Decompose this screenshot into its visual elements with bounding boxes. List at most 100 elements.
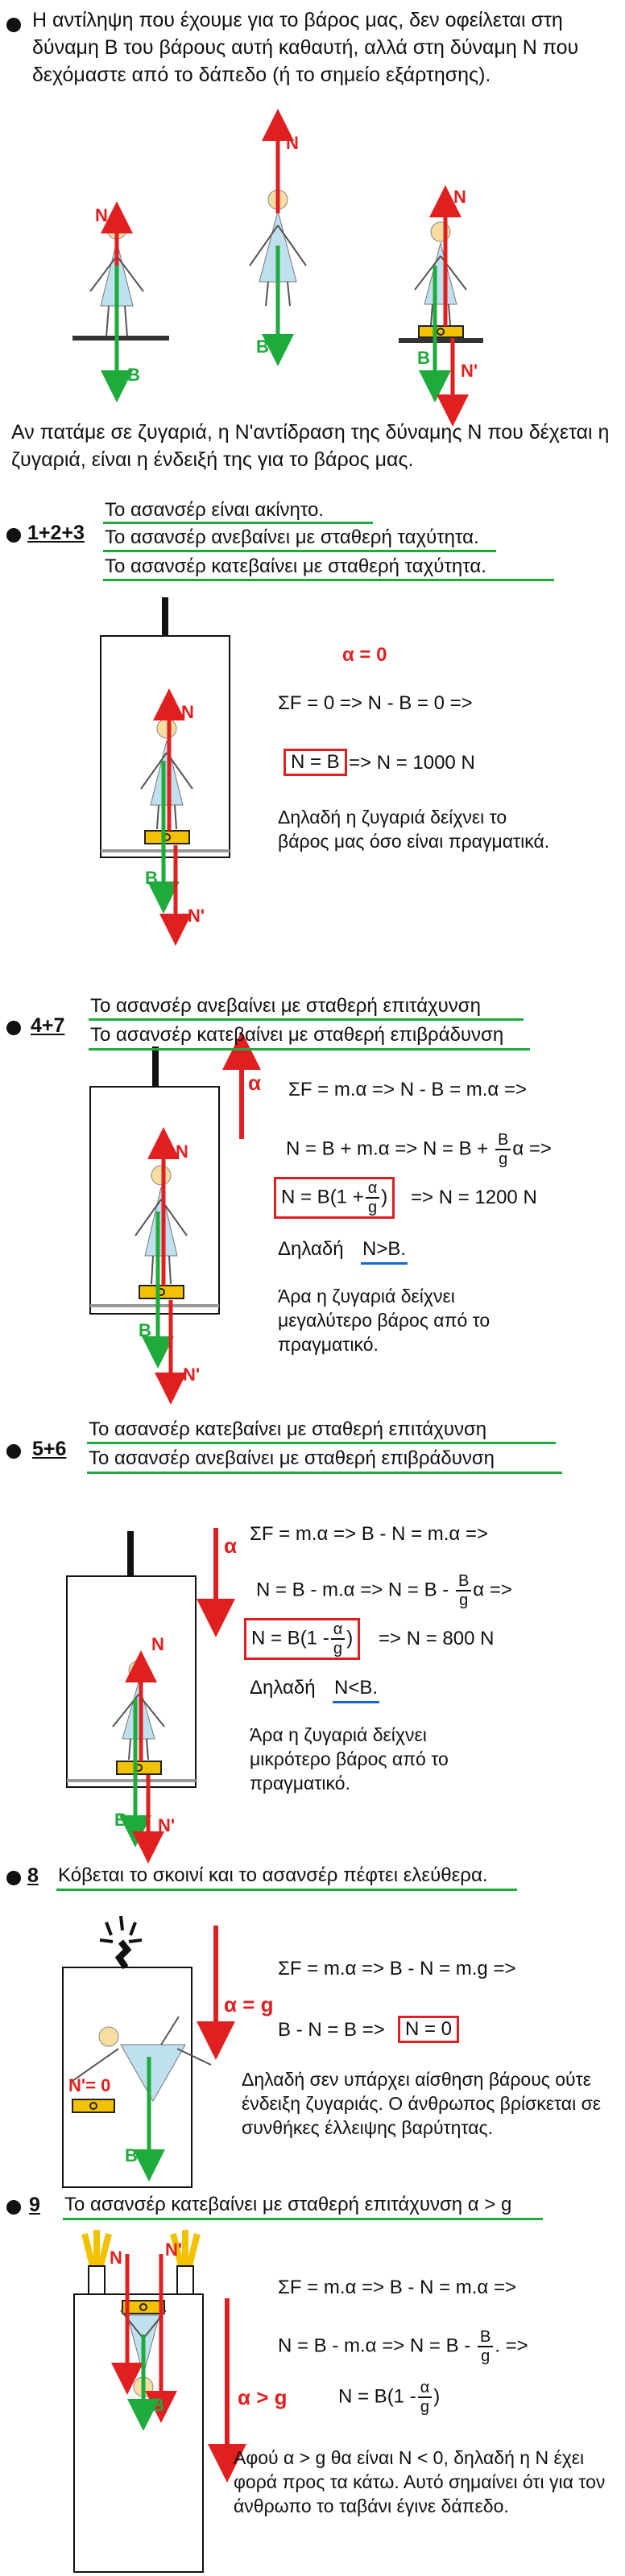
section5-line1: Το ασανσέρ κατεβαίνει με σταθερή επιτάχυ… [64, 2194, 512, 2215]
section2-label-N: N [176, 1141, 188, 1162]
section4-note: Δηλαδή σεν υπάρχει αίσθηση βάρους ούτε έ… [242, 2069, 602, 2138]
section1-eq1: ΣF = 0 => N - B = 0 => [278, 692, 473, 714]
intro-label-B2: B [256, 336, 269, 357]
section3-line1-underline [87, 1442, 556, 1444]
section4-eq2: B - N = B => [278, 2019, 385, 2041]
intro-label-B3: B [417, 348, 430, 368]
section1-acceleration: α = 0 [342, 644, 387, 666]
section5-line1-underline [63, 2218, 543, 2220]
section2-line2-underline [89, 1048, 530, 1051]
section1-line3: Το ασανσέρ κατεβαίνει με σταθερή ταχύτητ… [105, 555, 486, 577]
section1-label-Nprime: N' [188, 906, 205, 926]
section5-label-B: B [151, 2395, 164, 2415]
intro-figure-floor [72, 201, 169, 402]
section3-line2-underline [87, 1472, 562, 1474]
section3-ineq-underline [333, 1701, 379, 1703]
section2-line1: Το ασανσέρ ανεβαίνει με σταθερή επιτάχυν… [90, 995, 481, 1017]
section4-line1-underline [56, 1889, 517, 1891]
section2-ineq: N>B. [362, 1238, 407, 1260]
elevator-diagram-3 [66, 1528, 235, 1864]
section5-number: 9 [29, 2194, 40, 2216]
section3-number: 5+6 [32, 1438, 67, 1460]
section3-line1: Το ασανσέρ κατεβαίνει με σταθερή επιτάχυ… [89, 1418, 487, 1440]
section3-label-B: B [114, 1810, 127, 1830]
intro-label-N3: N [453, 187, 466, 207]
elevator-diagram-4 [62, 1915, 235, 2188]
section3-ineq: N<B. [334, 1677, 379, 1699]
section3-acceleration: α [224, 1534, 237, 1558]
section2-bullet [6, 1021, 21, 1035]
intro-figure-scale [399, 185, 483, 427]
section5-label-Nprime: N' [165, 2240, 183, 2260]
section5-bullet [6, 2200, 21, 2215]
intro-label-B1: B [127, 365, 140, 385]
section4-number: 8 [27, 1864, 39, 1887]
section3-eq3: => N = 800 N [379, 1628, 495, 1649]
section3-label-Nprime: N' [158, 1815, 176, 1835]
section4-label-B: B [125, 2145, 138, 2165]
intro-label-N2: N [286, 133, 299, 153]
section2-ineq-label: Δηλαδή [278, 1238, 344, 1260]
section4-boxed-eq: N = 0 [398, 2016, 460, 2043]
section5-acceleration: α > g [238, 2385, 288, 2409]
intro-text: Η αντίληψη που έχουμε για το βάρος μας, … [32, 9, 579, 86]
section2-number: 4+7 [31, 1014, 65, 1037]
section1-note: Δηλαδή η ζυγαριά δείχνει το βάρος μας όσ… [278, 807, 550, 852]
elevator-diagram-5 [73, 2230, 246, 2573]
section3-eq1: ΣF = m.α => B - N = m.α => [250, 1523, 489, 1545]
section2-eq1: ΣF = m.α => N - B = m.α => [288, 1079, 528, 1100]
section1-line1-underline [103, 522, 373, 524]
section2-note: Άρα η ζυγαριά δείχνει μεγαλύτερο βάρος α… [278, 1286, 490, 1355]
section2-line1-underline [89, 1018, 524, 1021]
section2-line2: Το ασανσέρ κατεβαίνει με σταθερή επιβράδ… [90, 1024, 504, 1046]
section2-label-Nprime: N' [183, 1364, 201, 1385]
section3-bullet [6, 1444, 21, 1459]
section1-label-B: B [145, 868, 158, 888]
section1-label-N: N [181, 702, 194, 722]
section2-acceleration: α [248, 1071, 261, 1095]
section2-label-B: B [139, 1320, 151, 1340]
section5-eq1: ΣF = m.α => B - N = m.α => [278, 2277, 517, 2298]
section2-ineq-underline [361, 1262, 408, 1265]
section5-note: Αφού α > g θα είναι N < 0, δηλαδή η Ν έχ… [234, 2447, 606, 2516]
section4-eq1: ΣF = m.α => B - N = m.g => [278, 1958, 516, 1979]
intro-figure-hanging [249, 109, 307, 366]
intro-label-N3prime: N' [461, 361, 478, 381]
intro-bullet [6, 18, 21, 32]
section5-label-N: N [110, 2248, 122, 2268]
intro-label-N1: N [95, 205, 108, 225]
elevator-diagram-2 [89, 1031, 261, 1405]
section1-line2: Το ασανσέρ ανεβαίνει με σταθερή ταχύτητα… [105, 526, 479, 548]
scale-note: Αν πατάμε σε ζυγαριά, η Ν'αντίδραση της … [11, 421, 610, 471]
section1-bullet [6, 528, 21, 543]
section1-eq2: => N = 1000 N [349, 752, 475, 774]
section1-number: 1+2+3 [27, 522, 85, 544]
section4-line1: Κόβεται το σκοινί και το ασανσέρ πέφτει … [58, 1864, 488, 1886]
section3-ineq-label: Δηλαδή [250, 1677, 316, 1699]
section1-line1: Το ασανσέρ είναι ακίνητο. [105, 499, 325, 521]
section3-label-N: N [151, 1634, 164, 1654]
section4-acceleration: α = g [224, 1992, 274, 2017]
section4-nzero: N'= 0 [68, 2075, 111, 2095]
section4-bullet [6, 1871, 21, 1885]
section1-line3-underline [103, 579, 554, 581]
section1-line2-underline [103, 550, 496, 552]
section2-eq3: => N = 1200 N [411, 1187, 537, 1208]
section1-boxed-eq: N = B [284, 749, 347, 776]
section3-line2: Το ασανσέρ ανεβαίνει με σταθερή επιβράδυ… [89, 1447, 495, 1469]
section3-note: Άρα η ζυγαριά δείχνει μικρότερο βάρος απ… [250, 1724, 449, 1794]
elevator-diagram-1 [100, 597, 230, 946]
